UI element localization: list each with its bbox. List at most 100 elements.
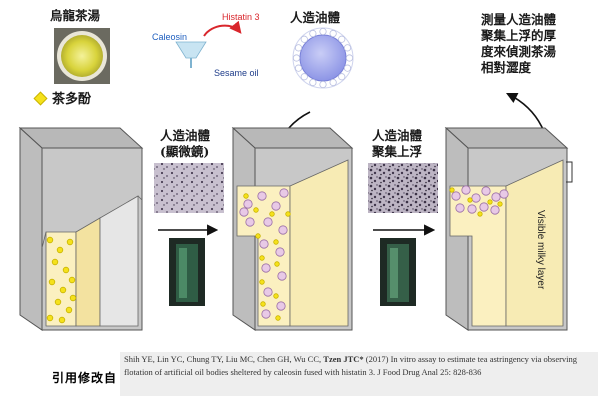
measure-label-line2: 聚集上浮的厚 <box>481 28 557 43</box>
polyphenol-diamond-icon <box>33 91 48 106</box>
polyphenol-dot <box>68 276 76 284</box>
milky-layer-bracket <box>566 161 573 183</box>
oil-body-protein-icon <box>345 54 354 62</box>
aggregate-label-line1: 人造油體 <box>372 128 423 143</box>
polyphenol-dot <box>46 314 54 322</box>
polyphenol-dot <box>274 261 280 267</box>
oil-body-dot <box>471 193 481 203</box>
oil-body-dot <box>481 186 491 196</box>
polyphenol-dot <box>259 279 265 285</box>
oil-body-dot <box>261 263 271 273</box>
measure-label-line3: 度來偵測茶湯 <box>481 44 557 59</box>
citation-text: Shih YE, Lin YC, Chung TY, Liu MC, Chen … <box>124 353 594 379</box>
oil-body-dot <box>455 203 465 213</box>
oil-body-protein-icon <box>329 78 337 87</box>
microscope-label-line2: (顯微鏡) <box>160 144 210 159</box>
oil-body-protein-icon <box>329 29 337 38</box>
polyphenol-dot <box>62 266 70 274</box>
polyphenol-dot <box>273 239 279 245</box>
polyphenol-dot <box>54 298 62 306</box>
oolong-tea-label: 烏龍茶湯 <box>50 8 101 23</box>
polyphenol-dot <box>65 306 73 314</box>
oil-body-protein-icon <box>294 44 303 52</box>
citation-box: Shih YE, Lin YC, Chung TY, Liu MC, Chen … <box>120 352 598 396</box>
sesame-oil-label: Sesame oil <box>214 68 259 78</box>
polyphenol-dot <box>275 315 281 321</box>
polyphenol-dot <box>477 211 483 217</box>
oil-body-protein-icon <box>309 78 317 87</box>
oolong-tea-photo <box>54 28 110 84</box>
cuvette-1 <box>18 126 144 331</box>
polyphenol-dot <box>69 294 77 302</box>
oil-body-protein-icon <box>300 73 308 81</box>
polyphenol-dot <box>269 211 275 217</box>
polyphenol-dot <box>259 255 265 261</box>
oil-body-dot <box>275 247 285 257</box>
polyphenol-dot <box>487 199 493 205</box>
microscope-image-aggregated <box>368 163 438 213</box>
polyphenol-dot <box>449 187 455 193</box>
microscope-image-dispersed <box>154 163 224 213</box>
polyphenol-dot <box>260 301 266 307</box>
oil-body-dot <box>499 189 509 199</box>
polyphenol-dot <box>46 236 54 244</box>
oil-body-dot <box>479 202 489 212</box>
oil-body-dot <box>461 185 471 195</box>
polyphenol-dot <box>48 278 56 286</box>
oil-body-dot <box>243 199 253 209</box>
vial-photo-2 <box>380 238 416 306</box>
visible-milky-layer-label: Visible milky layer <box>535 210 546 290</box>
oil-body-dot <box>276 301 286 311</box>
citation-authors: Shih YE, Lin YC, Chung TY, Liu MC, Chen … <box>124 354 324 364</box>
oil-body-dot <box>271 201 281 211</box>
cuvette-3 <box>444 126 569 331</box>
oil-body-protein-icon <box>309 29 317 38</box>
oil-body-dot <box>259 239 269 249</box>
polyphenol-dot <box>255 233 261 239</box>
artificial-oil-body-label: 人造油體 <box>290 10 341 25</box>
oil-body-dot <box>277 271 287 281</box>
oil-body-protein-icon <box>343 64 352 72</box>
aggregate-label-line2: 聚集上浮 <box>372 144 423 159</box>
caleosin-label: Caleosin <box>152 32 188 42</box>
oil-body-dot <box>261 309 271 319</box>
measure-label-line1: 測量人造油體 <box>481 12 557 27</box>
oil-body-dot <box>278 225 288 235</box>
polyphenol-dot <box>285 211 291 217</box>
oil-body-dot <box>467 204 477 214</box>
oil-body-protein-icon <box>343 44 352 52</box>
histatin-label: Histatin 3 <box>222 12 260 22</box>
cuvette-2 <box>231 126 354 331</box>
oil-body-protein-icon <box>338 73 346 81</box>
polyphenol-dot <box>66 238 74 246</box>
polyphenol-dot <box>243 193 249 199</box>
citation-highlight: Tzen JTC* <box>323 354 364 364</box>
oil-body-dot <box>279 188 289 198</box>
citation-label: 引用修改自 <box>52 371 118 385</box>
oil-body-protein-icon <box>319 80 327 89</box>
oil-body-dot <box>451 191 461 201</box>
oil-body-protein-icon <box>292 54 301 62</box>
vial-photo-1 <box>169 238 205 306</box>
oil-body-protein-icon <box>300 35 308 43</box>
oil-body-dot <box>245 217 255 227</box>
polyphenol-dot <box>497 201 503 207</box>
oil-body-dot <box>257 191 267 201</box>
polyphenol-dot <box>51 258 59 266</box>
tea-polyphenol-label: 茶多酚 <box>52 92 92 107</box>
oil-body-dot <box>239 207 249 217</box>
polyphenol-dot <box>56 246 64 254</box>
oil-body-dot <box>263 287 273 297</box>
polyphenol-dot <box>58 316 66 324</box>
oil-body-protein-icon <box>338 35 346 43</box>
oil-body-dot <box>490 205 500 215</box>
measure-label-line4: 相對澀度 <box>481 60 532 75</box>
oil-body-dot <box>491 192 501 202</box>
polyphenol-dot <box>253 207 259 213</box>
oil-body-dot <box>263 217 273 227</box>
oil-body-protein-icon <box>294 64 303 72</box>
oil-body-protein-icon <box>319 27 327 36</box>
polyphenol-dot <box>273 293 279 299</box>
caleosin-histatin-schematic <box>175 20 242 68</box>
